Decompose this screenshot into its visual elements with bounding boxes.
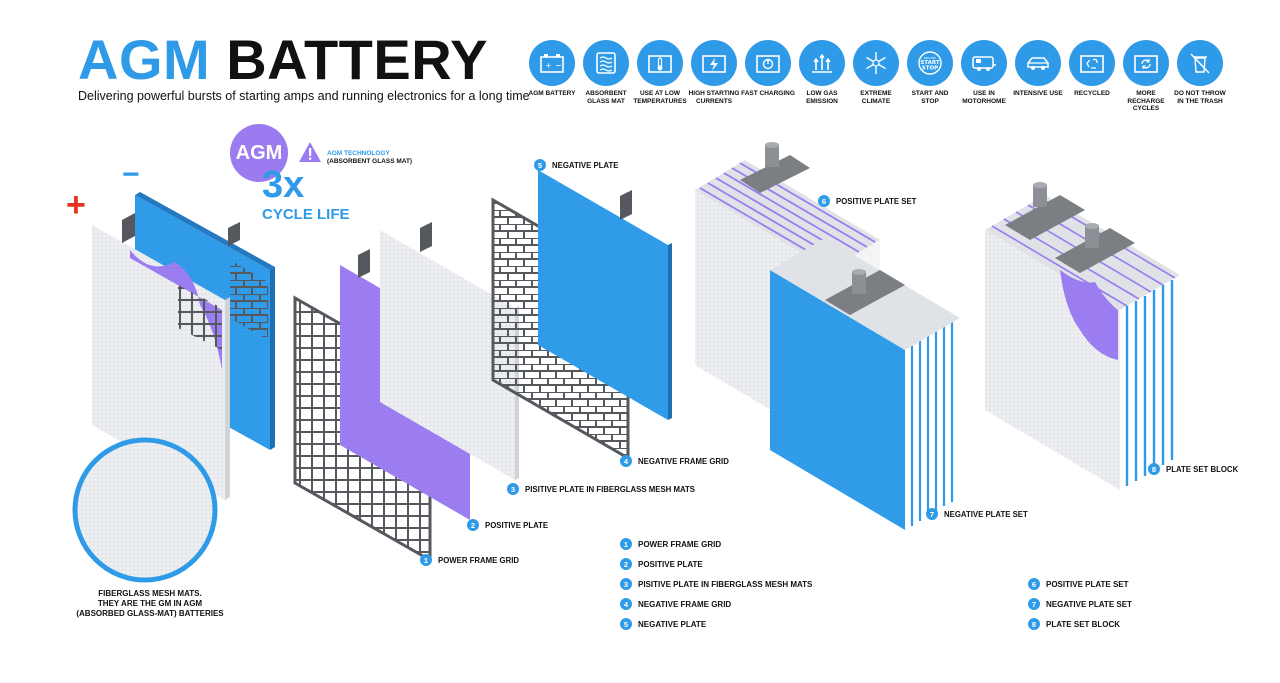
agm-technology-label: AGM TECHNOLOGY (ABSORBENT GLASS MAT)	[327, 150, 412, 166]
gas-emission-icon	[812, 53, 832, 73]
feature-label: FAST CHARGING	[741, 90, 795, 97]
start-stop-badge-stop: STOP	[922, 66, 938, 72]
feature-label: DO NOT THROW IN THE TRASH	[1174, 90, 1226, 105]
plate-set-block	[985, 182, 1180, 490]
feature-label: MORE RECHARGE CYCLES	[1127, 90, 1165, 112]
feature-label: ABSORBENT GLASS MAT	[585, 90, 627, 105]
motorhome-icon	[972, 56, 996, 71]
feature-label: USE AT LOW TEMPERATURES	[633, 90, 687, 105]
title-battery: BATTERY	[226, 28, 488, 91]
feature-low-gas-emission: LOW GAS EMISSION	[794, 40, 850, 105]
feature-motorhome: USE IN MOTORHOME	[956, 40, 1012, 105]
recycle-icon	[1080, 55, 1104, 73]
cycle-life-label: CYCLE LIFE	[262, 206, 350, 223]
feature-fast-charging: FAST CHARGING	[740, 40, 796, 98]
fiberglass-caption: FIBERGLASS MESH MATS. THEY ARE THE GM IN…	[76, 589, 224, 618]
negative-plate	[538, 170, 672, 420]
cycle-multiplier: 3x	[262, 164, 305, 206]
subtitle: Delivering powerful bursts of starting a…	[78, 89, 530, 103]
start-stop-badge-start: START	[920, 60, 940, 66]
battery-icon: +−	[540, 54, 564, 73]
svg-text:+: +	[545, 61, 552, 70]
glass-mat-icon	[596, 52, 616, 74]
recharge-cycle-icon	[1134, 55, 1158, 73]
feature-label: EXTREME CLIMATE	[860, 90, 892, 105]
tech-line2: (ABSORBENT GLASS MAT)	[327, 158, 413, 165]
cutaway-plate-pair	[92, 192, 275, 500]
snowflake-sun-icon	[866, 52, 886, 74]
fiberglass-magnified-circle	[72, 437, 218, 583]
feature-recycled: RECYCLED	[1064, 40, 1120, 98]
start-stop-badge-top: ENGINE	[924, 56, 936, 60]
negative-plate-set	[770, 238, 960, 530]
crossed-bin-icon	[1190, 53, 1210, 74]
feature-intensive-use: INTENSIVE USE	[1010, 40, 1066, 98]
feature-label: INTENSIVE USE	[1013, 90, 1063, 97]
feature-label: LOW GAS EMISSION	[806, 90, 838, 105]
positive-sign-icon: +	[66, 186, 86, 224]
thermometer-icon	[648, 55, 672, 73]
feature-high-starting-currents: HIGH STARTING CURRENTS	[686, 40, 742, 105]
negative-sign-icon: −	[122, 158, 140, 191]
feature-do-not-throw: DO NOT THROW IN THE TRASH	[1172, 40, 1228, 105]
charging-icon	[756, 55, 780, 73]
car-icon	[1027, 57, 1049, 70]
page-title: AGM BATTERY	[78, 30, 488, 90]
lightning-battery-icon	[702, 55, 726, 73]
feature-low-temperatures: USE AT LOW TEMPERATURES	[632, 40, 688, 105]
svg-text:−: −	[555, 61, 562, 70]
feature-label: START AND STOP	[911, 90, 949, 105]
feature-more-recharge-cycles: MORE RECHARGE CYCLES	[1118, 40, 1174, 113]
tech-line1: AGM TECHNOLOGY	[327, 150, 390, 157]
feature-label: RECYCLED	[1074, 90, 1110, 97]
feature-extreme-climate: EXTREME CLIMATE	[848, 40, 904, 105]
feature-label: USE IN MOTORHOME	[962, 90, 1006, 105]
feature-agm-battery: +− AGM BATTERY	[524, 40, 580, 98]
warning-icon	[299, 142, 321, 162]
feature-label: HIGH STARTING CURRENTS	[688, 90, 740, 105]
feature-absorbent-glass-mat: ABSORBENT GLASS MAT	[578, 40, 634, 105]
feature-label: AGM BATTERY	[528, 90, 576, 97]
agm-badge: AGM	[230, 124, 288, 182]
title-agm: AGM	[78, 28, 211, 91]
